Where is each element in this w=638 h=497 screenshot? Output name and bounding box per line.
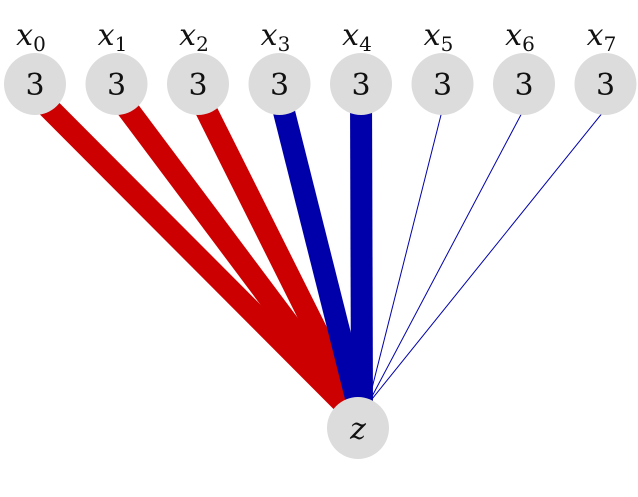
input-variable-name: x xyxy=(505,18,522,53)
input-node-x0: 3 x0 xyxy=(4,18,66,115)
input-variable-name: x xyxy=(261,18,278,53)
edge-x1-to-z xyxy=(107,87,362,417)
input-node-x4: 3 x4 xyxy=(330,18,392,115)
input-node-circle xyxy=(330,53,392,115)
input-variable-label: x2 xyxy=(179,18,209,56)
input-variable-subscript: 3 xyxy=(278,32,291,56)
input-variable-label: x7 xyxy=(587,18,617,56)
input-node-circle xyxy=(574,53,637,115)
input-node-x3: 3x3 xyxy=(248,18,311,115)
target-node-label: z xyxy=(349,412,366,447)
input-node-circle xyxy=(248,53,311,115)
input-node-circle xyxy=(411,53,474,115)
input-node-x1: 3 x1 xyxy=(85,18,148,115)
input-node-value: 3 xyxy=(25,68,44,103)
input-node-x6: 3 x6 xyxy=(493,18,555,115)
input-node-x5: 3 x5 xyxy=(411,18,474,115)
input-variable-subscript: 2 xyxy=(196,32,209,56)
input-variable-label: x3 xyxy=(261,18,291,56)
edge-x5-to-z xyxy=(367,108,443,405)
input-node-x7: 3 x7 xyxy=(574,18,637,115)
target-node-circle xyxy=(327,397,389,459)
input-node-value: 3 xyxy=(433,68,452,103)
input-variable-name: x xyxy=(342,18,359,53)
input-variable-label: x1 xyxy=(98,18,128,56)
input-variable-subscript: 6 xyxy=(522,32,535,56)
edge-x2-to-z xyxy=(188,89,366,415)
input-node-circle xyxy=(85,53,148,115)
input-variable-name: x xyxy=(98,18,115,53)
input-node-circle xyxy=(167,53,229,115)
input-variable-label: x6 xyxy=(505,18,535,56)
input-variable-label: x5 xyxy=(424,18,454,56)
input-variable-subscript: 1 xyxy=(115,32,128,56)
input-node-circle xyxy=(4,53,66,115)
input-variable-label: x0 xyxy=(16,18,46,56)
edge-x3-to-z xyxy=(268,91,370,413)
input-variable-subscript: 7 xyxy=(604,32,617,56)
input-variable-name: x xyxy=(16,18,33,53)
edge-x7-to-z xyxy=(367,108,606,405)
input-node-value: 3 xyxy=(188,68,207,103)
input-node-value: 3 xyxy=(596,68,615,103)
edge-x0-to-z xyxy=(27,86,358,418)
input-node-circle xyxy=(493,53,555,115)
input-variable-subscript: 0 xyxy=(33,32,46,56)
input-node-value: 3 xyxy=(107,68,126,103)
input-variable-subscript: 4 xyxy=(359,32,372,56)
input-node-value: 3 xyxy=(351,68,370,103)
input-node-value: 3 xyxy=(270,68,289,103)
input-variable-label: x4 xyxy=(342,18,372,56)
edge-x6-to-z xyxy=(367,108,525,405)
edge-x4-to-z xyxy=(350,93,373,411)
input-variable-name: x xyxy=(587,18,604,53)
input-variable-subscript: 5 xyxy=(441,32,454,56)
input-node-x2: 3 x2 xyxy=(167,18,229,115)
input-node-value: 3 xyxy=(514,68,533,103)
target-node: z xyxy=(327,397,389,459)
edge-layer xyxy=(27,86,606,418)
input-variable-name: x xyxy=(424,18,441,53)
input-variable-name: x xyxy=(179,18,196,53)
